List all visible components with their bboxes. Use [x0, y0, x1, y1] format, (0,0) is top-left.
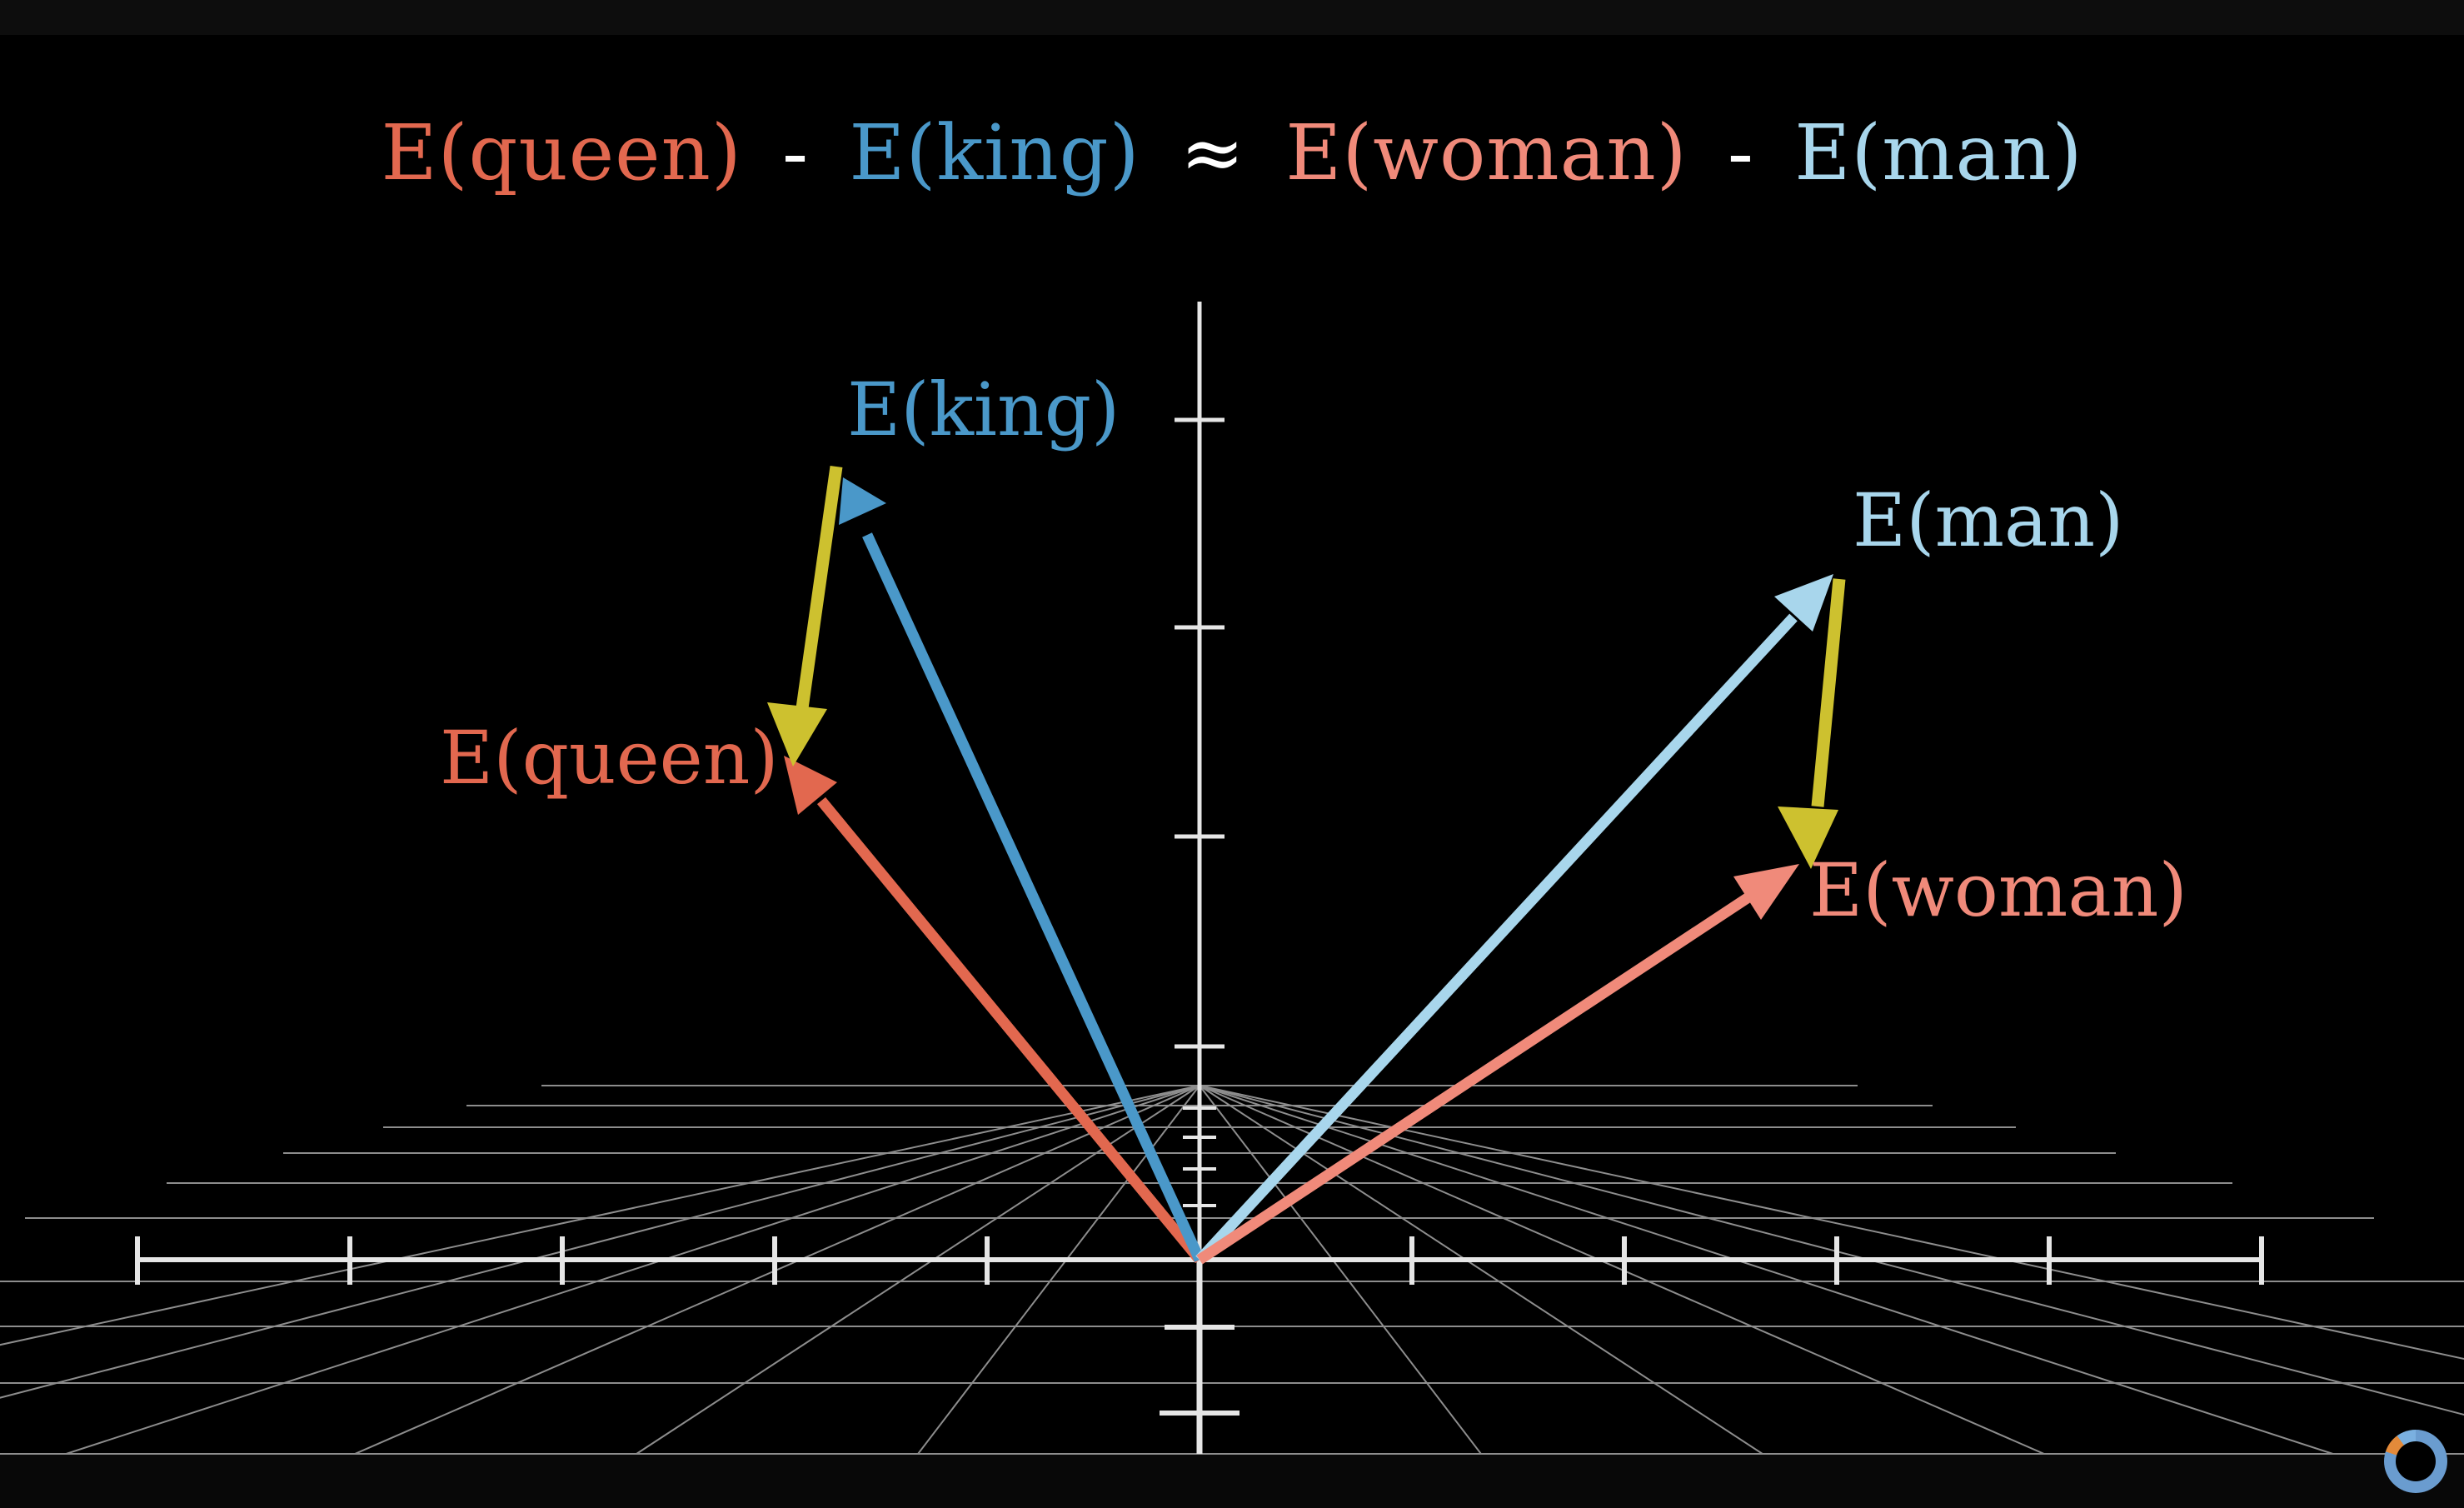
- label-man: E(man): [1853, 477, 2124, 563]
- vector-woman: [1196, 864, 1799, 1265]
- y-axis: [1160, 302, 1239, 1454]
- equation-approx: ≈: [1180, 108, 1245, 197]
- equation-term-man: E(man): [1794, 108, 2083, 197]
- label-king: E(king): [847, 367, 1120, 452]
- equation-term-queen: E(queen): [381, 108, 742, 197]
- difference-vector-king-queen: [767, 465, 843, 766]
- equation-minus-2: -: [1727, 108, 1754, 197]
- difference-vector-man-woman: [1778, 578, 1846, 869]
- label-woman: E(woman): [1809, 847, 2187, 933]
- top-bar: [0, 0, 2464, 35]
- label-queen: E(queen): [440, 715, 779, 801]
- equation-minus-1: -: [781, 108, 810, 197]
- vector-man: [1195, 574, 1833, 1264]
- equation-term-woman: E(woman): [1285, 108, 1688, 197]
- loading-spinner-icon: [2384, 1430, 2447, 1493]
- bottom-bar: [0, 1455, 2464, 1508]
- grid-cross-lines: [0, 1085, 2464, 1455]
- equation-term-king: E(king): [849, 108, 1140, 197]
- equation: E(queen) - E(king) ≈ E(woman) - E(man): [0, 108, 2464, 197]
- grid-depth-lines: [0, 1085, 2464, 1458]
- vector-king: [839, 477, 1205, 1262]
- grid-plane: [0, 1085, 2464, 1458]
- vector-queen: [784, 756, 1205, 1264]
